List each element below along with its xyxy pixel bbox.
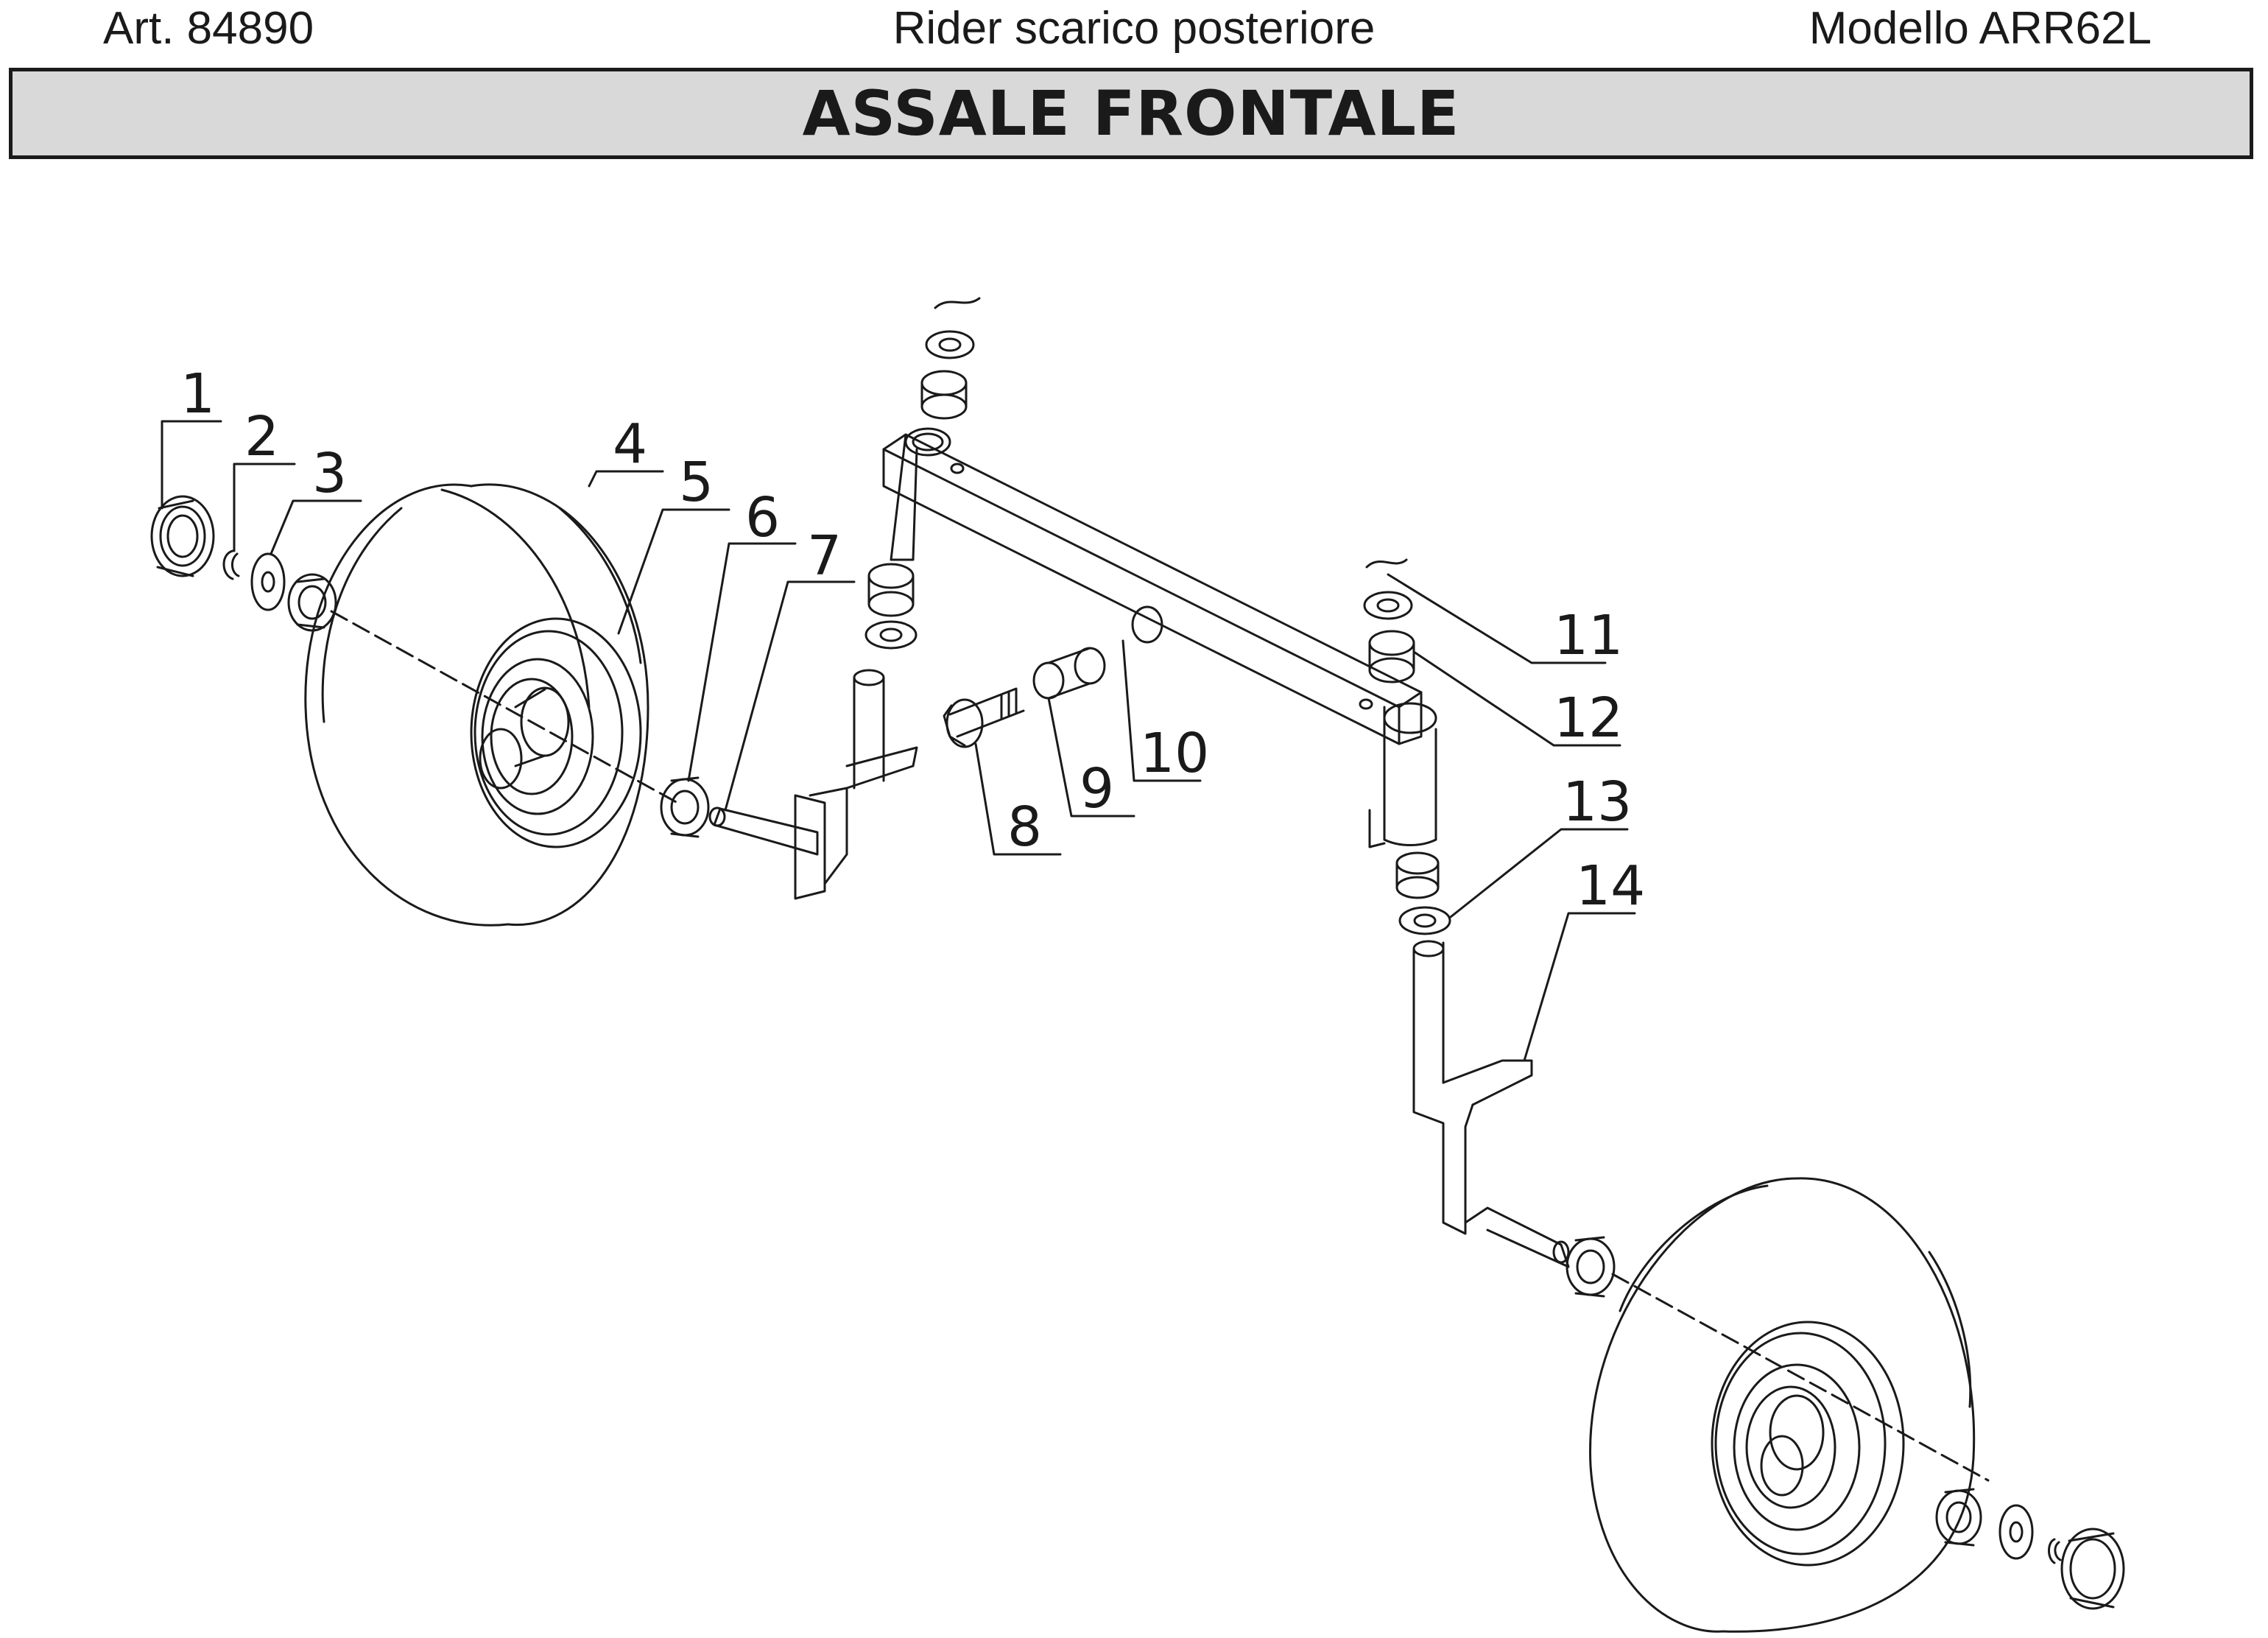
callout-8: 8	[1007, 795, 1042, 859]
rim-left	[470, 617, 642, 848]
bushing-left-inner	[660, 776, 710, 838]
right-king-pin-hardware	[1363, 558, 1451, 935]
axle-centerline-right	[1611, 1273, 1990, 1482]
section-title: ASSALE FRONTALE	[802, 77, 1460, 150]
section-title-bar: ASSALE FRONTALE	[9, 68, 2253, 159]
callout-3: 3	[312, 442, 347, 505]
rim-right	[1711, 1321, 1905, 1567]
leader-lines	[161, 420, 1636, 1062]
hub-cap-left	[150, 495, 215, 577]
callout-11: 11	[1554, 604, 1623, 667]
callout-13: 13	[1563, 770, 1632, 834]
washer-left	[250, 552, 286, 611]
callout-12: 12	[1554, 686, 1623, 750]
king-pin-washer-left	[864, 620, 918, 650]
model-number: Modello ARR62L	[1809, 3, 2152, 54]
tyre-left	[304, 483, 649, 927]
pivot-bolt	[943, 687, 1025, 748]
tyre-right	[1589, 1177, 1976, 1633]
callout-2: 2	[244, 405, 279, 468]
axle-beam	[882, 427, 1437, 848]
callout-10: 10	[1140, 722, 1209, 785]
king-pin-bushing-left	[867, 563, 915, 617]
callout-4: 4	[613, 412, 647, 476]
callout-1: 1	[180, 362, 215, 426]
callout-14: 14	[1576, 854, 1645, 918]
axle-centerline-left	[330, 610, 679, 804]
left-wheel-assembly	[150, 483, 918, 927]
product-description: Rider scarico posteriore	[892, 3, 1376, 54]
callout-6: 6	[745, 486, 780, 549]
callout-7: 7	[807, 524, 842, 588]
bushing-right-inner	[1566, 1236, 1616, 1298]
pivot-spacer	[1032, 647, 1106, 700]
spindle-left	[708, 669, 918, 900]
callout-9: 9	[1080, 757, 1114, 820]
circlip-left	[222, 549, 240, 580]
article-number: Art. 84890	[103, 3, 314, 54]
callout-numbers: 1 2 3 4 5 6 7 8 9 10 11 12 13 14	[180, 362, 1645, 918]
right-outer-hardware	[1935, 1488, 2125, 1610]
king-pin-hardware-top-left	[920, 297, 981, 420]
callout-5: 5	[679, 451, 714, 514]
spindle-right	[1412, 940, 1570, 1268]
